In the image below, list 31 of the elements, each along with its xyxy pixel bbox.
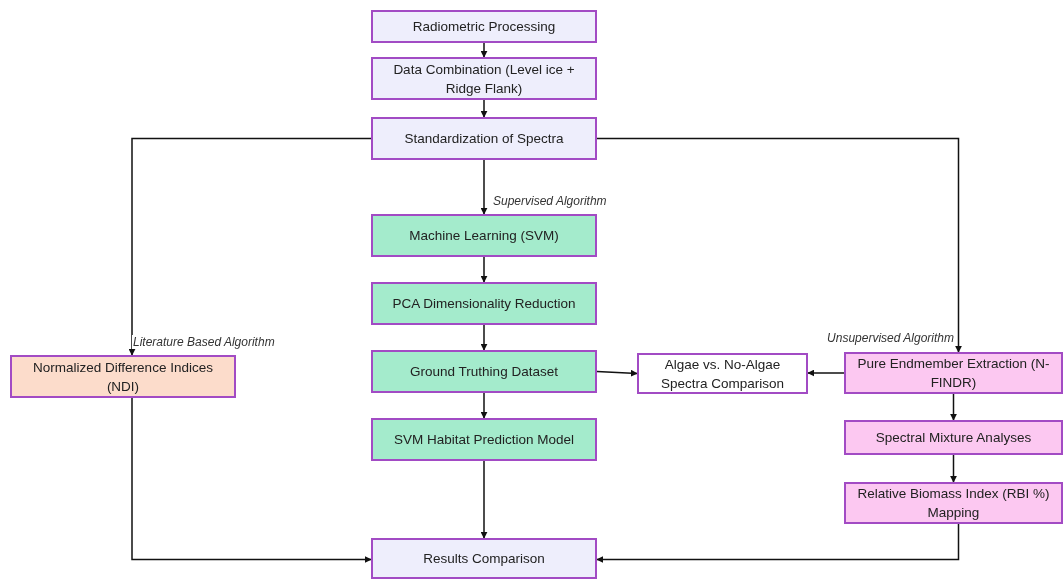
arrow bbox=[480, 256, 488, 283]
arrow bbox=[596, 369, 638, 377]
arrow bbox=[480, 460, 488, 539]
process-box: Relative Biomass Index (RBI %) Mapping bbox=[844, 482, 1063, 524]
arrow bbox=[128, 137, 372, 356]
process-box: SVM Habitat Prediction Model bbox=[371, 418, 597, 461]
arrow bbox=[480, 99, 488, 118]
arrow bbox=[480, 42, 488, 58]
process-box: Data Combination (Level ice + Ridge Flank) bbox=[371, 57, 597, 100]
arrow bbox=[596, 137, 962, 353]
arrow bbox=[480, 392, 488, 419]
process-box: Ground Truthing Dataset bbox=[371, 350, 597, 393]
arrow bbox=[480, 324, 488, 351]
arrow bbox=[950, 393, 957, 421]
arrow bbox=[480, 159, 488, 215]
arrow bbox=[807, 369, 845, 377]
process-box: Normalized Difference Indices (NDI) bbox=[10, 355, 236, 398]
edge-label: Literature Based Algorithm bbox=[132, 335, 276, 349]
edge-label: Supervised Algorithm bbox=[492, 194, 608, 208]
process-box: Radiometric Processing bbox=[371, 10, 597, 43]
arrow bbox=[596, 523, 960, 563]
process-box: Results Comparison bbox=[371, 538, 597, 579]
process-box: Standardization of Spectra bbox=[371, 117, 597, 160]
process-box: Machine Learning (SVM) bbox=[371, 214, 597, 257]
process-box: PCA Dimensionality Reduction bbox=[371, 282, 597, 325]
arrow bbox=[131, 397, 372, 563]
edge-label: Unsupervised Algorithm bbox=[826, 331, 955, 345]
process-box: Algae vs. No-Algae Spectra Comparison bbox=[637, 353, 808, 394]
arrow bbox=[950, 454, 957, 483]
process-box: Pure Endmember Extraction (N-FINDR) bbox=[844, 352, 1063, 394]
process-box: Spectral Mixture Analyses bbox=[844, 420, 1063, 455]
